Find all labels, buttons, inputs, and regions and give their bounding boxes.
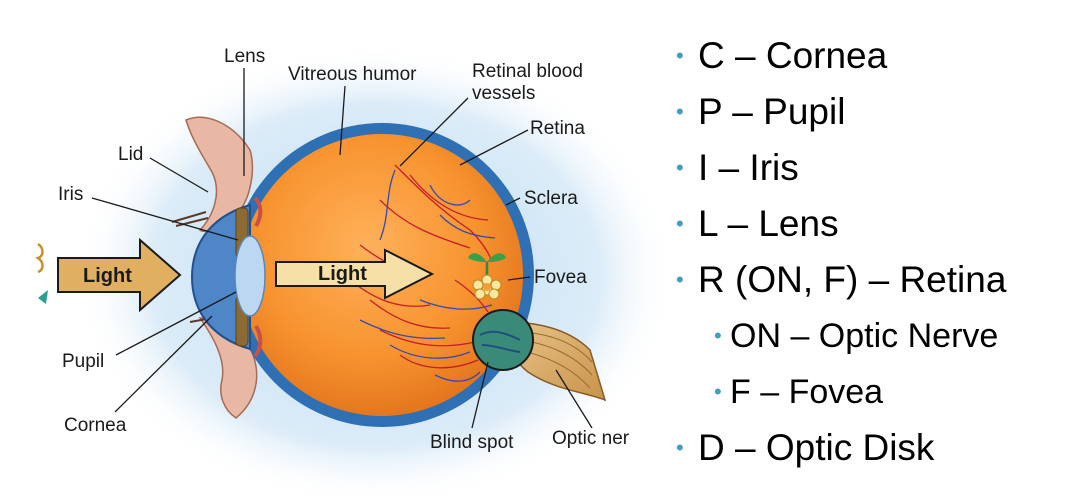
retina-leader xyxy=(459,129,529,166)
label-retina: Retina xyxy=(530,118,585,139)
label-lens: Lens xyxy=(224,46,265,67)
bullet-icon: • xyxy=(676,43,684,68)
key-item-text: D – Optic Disk xyxy=(698,427,935,468)
label-retinal-vessels-line1: Retinal blood xyxy=(472,61,583,82)
bullet-icon: • xyxy=(714,379,722,404)
fovea-flower-icon xyxy=(468,253,506,300)
label-lid: Lid xyxy=(118,144,143,165)
light-arrow-inside xyxy=(275,248,435,300)
label-vitreous-humor: Vitreous humor xyxy=(288,64,417,85)
iris-leader xyxy=(91,197,239,241)
key-item-text: C – Cornea xyxy=(698,35,888,76)
bullet-icon: • xyxy=(676,155,684,180)
lens xyxy=(234,235,266,317)
label-retinal-vessels-line2: vessels xyxy=(472,83,535,104)
key-item-text: F – Fovea xyxy=(730,373,884,411)
label-pupil: Pupil xyxy=(62,351,104,372)
object-leaf-icon xyxy=(38,290,48,304)
vitreous-leader xyxy=(339,85,346,156)
sclera-leader xyxy=(505,197,521,206)
vessels-leader xyxy=(399,97,469,167)
optic-nerve-leader xyxy=(555,369,593,429)
label-iris: Iris xyxy=(58,184,83,205)
label-optic-nerve: Optic ner xyxy=(552,428,630,449)
bullet-icon: • xyxy=(676,99,684,124)
light-arrow-inside-label: Light xyxy=(318,263,367,285)
key-item-text: I – Iris xyxy=(698,147,799,188)
bullet-icon: • xyxy=(676,435,684,460)
bullet-icon: • xyxy=(714,323,722,348)
cornea-leader xyxy=(114,315,213,413)
key-item-text: L – Lens xyxy=(698,203,839,244)
label-blind-spot: Blind spot xyxy=(430,432,514,453)
light-arrow-outside-label: Light xyxy=(83,265,132,287)
object-partial-icon xyxy=(35,242,44,274)
eye-diagram: Light Light Lens Vitreous humor Retinal … xyxy=(35,45,665,496)
pupil-leader xyxy=(115,291,237,356)
blind-spot-leader xyxy=(471,361,489,429)
label-fovea: Fovea xyxy=(534,267,587,288)
ciliary-body xyxy=(253,196,263,358)
key-item-text: R (ON, F) – Retina xyxy=(698,259,1007,300)
bullet-icon: • xyxy=(676,211,684,236)
key-item-text: ON – Optic Nerve xyxy=(730,317,999,355)
fovea-leader xyxy=(507,276,531,281)
key-item-text: P – Pupil xyxy=(698,91,846,132)
light-arrow-outside xyxy=(57,237,182,313)
label-sclera: Sclera xyxy=(524,188,578,209)
optic-disk xyxy=(472,309,534,371)
lid-leader xyxy=(149,157,209,193)
label-cornea: Cornea xyxy=(64,415,127,436)
bullet-icon: • xyxy=(676,267,684,292)
optic-disk-vessels xyxy=(479,330,521,353)
